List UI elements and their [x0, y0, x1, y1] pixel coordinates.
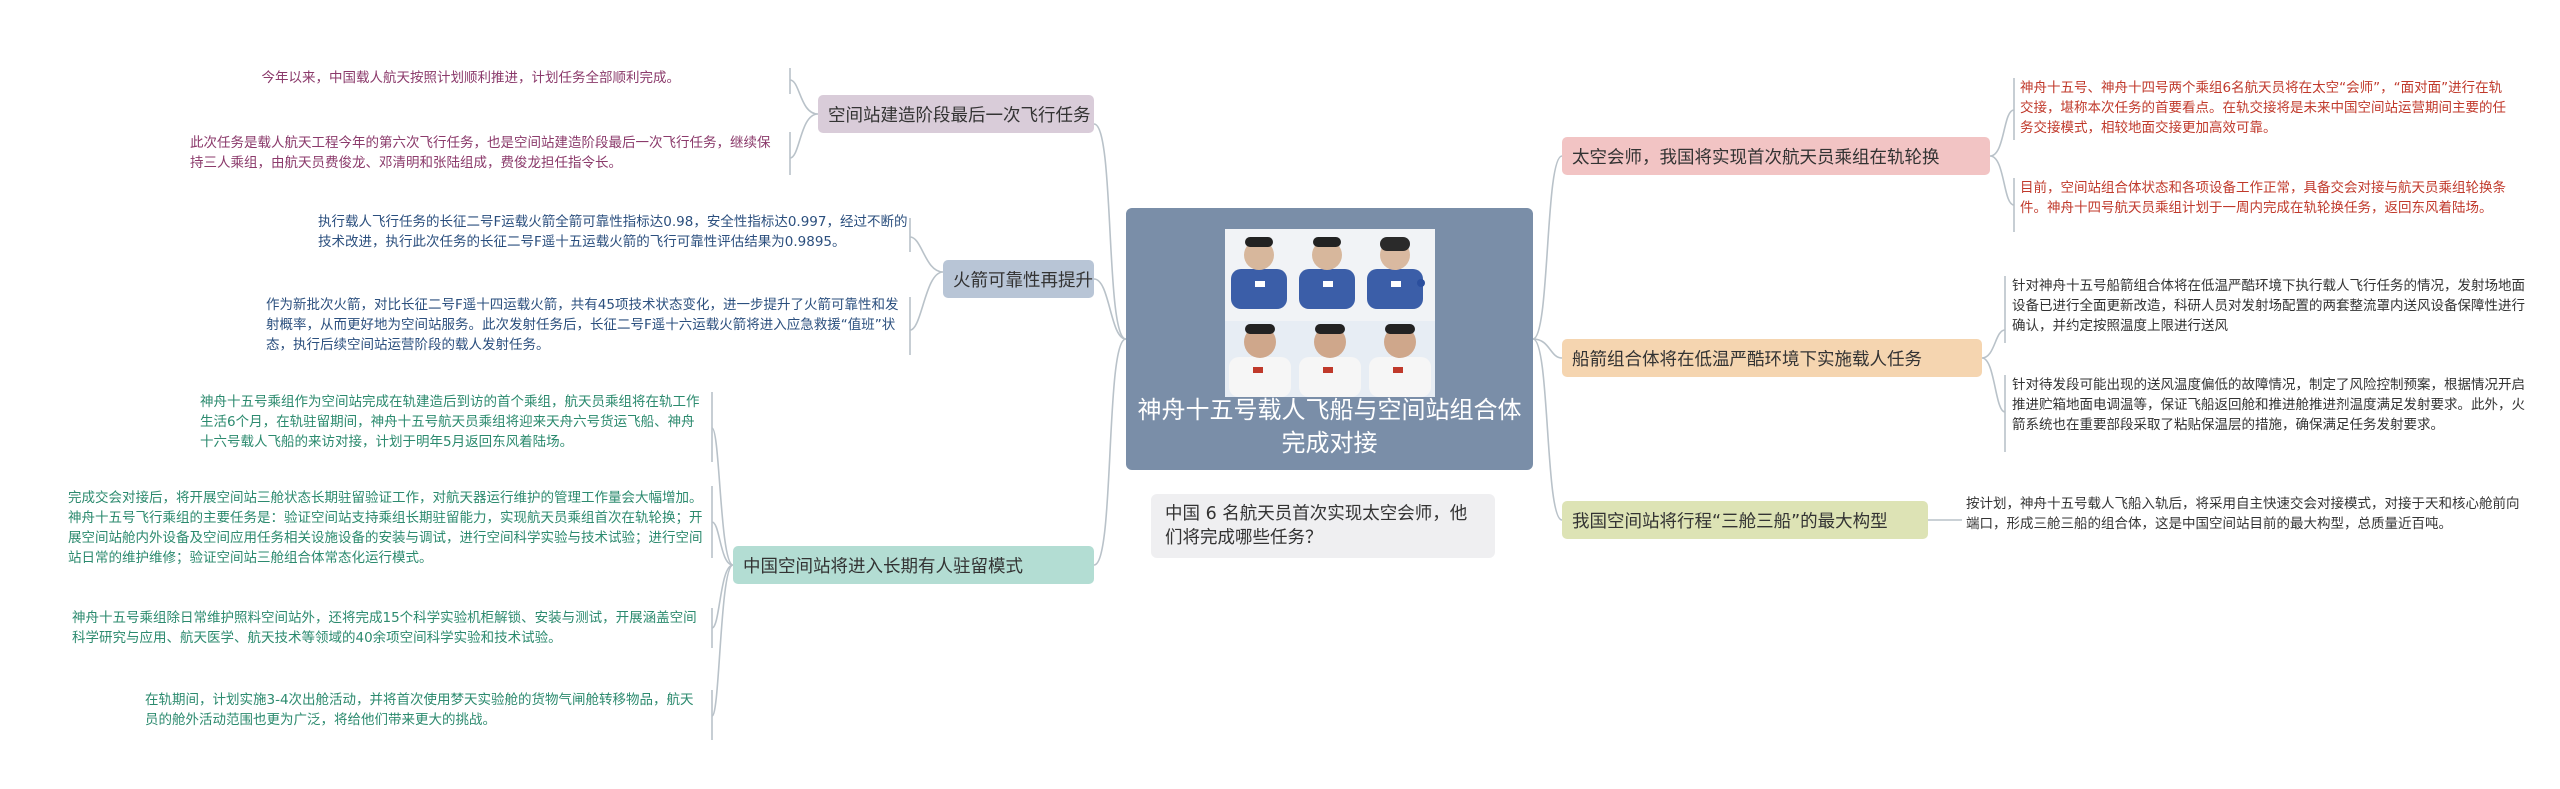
- astronauts-photo: [1225, 229, 1435, 397]
- leaf-text: 今年以来，中国载人航天按照计划顺利推进，计划任务全部顺利完成。: [261, 70, 681, 86]
- leaf-text: 神舟十五号乘组除日常维护照料空间站外，还将完成15个科学实验机柜解锁、安装与测试…: [72, 610, 697, 646]
- leaf-text: 作为新批次火箭，对比长征二号F遥十四运载火箭，共有45项技术状态变化，进一步提升…: [266, 297, 899, 353]
- branch-label: 火箭可靠性再提升: [953, 270, 1093, 291]
- leaf-text: 神舟十五号、神舟十四号两个乘组6名航天员将在太空“会师”，“面对面”进行在轨交接…: [2020, 80, 2506, 136]
- branch-label: 中国空间站将进入长期有人驻留模式: [743, 556, 1023, 577]
- branch-max-configuration[interactable]: 我国空间站将行程“三舱三船”的最大构型: [1562, 501, 1928, 539]
- leaf-text: 执行载人飞行任务的长征二号F运载火箭全箭可靠性指标达0.98，安全性指标达0.9…: [318, 214, 908, 250]
- branch-space-rendezvous[interactable]: 太空会师，我国将实现首次航天员乘组在轨轮换: [1562, 137, 1990, 175]
- leaf-text: 针对神舟十五号船箭组合体将在低温严酷环境下执行载人飞行任务的情况，发射场地面设备…: [2012, 278, 2525, 334]
- branch-label: 空间站建造阶段最后一次飞行任务: [828, 105, 1091, 126]
- branch-label: 我国空间站将行程“三舱三船”的最大构型: [1572, 511, 1888, 532]
- leaf-text: 针对待发段可能出现的送风温度偏低的故障情况，制定了风险控制预案，根据情况开启推进…: [2012, 377, 2525, 433]
- leaf-text: 按计划，神舟十五号载人飞船入轨后，将采用自主快速交会对接模式，对接于天和核心舱前…: [1966, 496, 2520, 532]
- branch-label: 船箭组合体将在低温严酷环境下实施载人任务: [1572, 349, 1922, 370]
- leaf-text: 神舟十五号乘组作为空间站完成在轨建造后到访的首个乘组，航天员乘组将在轨工作生活6…: [200, 394, 700, 450]
- branch-label: 太空会师，我国将实现首次航天员乘组在轨轮换: [1572, 147, 1940, 168]
- central-topic-title: 神舟十五号载人飞船与空间站组合体完成对接: [1137, 396, 1522, 457]
- branch-rocket-reliability[interactable]: 火箭可靠性再提升: [943, 260, 1094, 298]
- branch-low-temperature-mission[interactable]: 船箭组合体将在低温严酷环境下实施载人任务: [1562, 339, 1982, 377]
- central-topic-node[interactable]: 神舟十五号载人飞船与空间站组合体完成对接: [1126, 208, 1533, 470]
- leaf-text: 目前，空间站组合体状态和各项设备工作正常，具备交会对接与航天员乘组轮换条件。神舟…: [2020, 180, 2506, 216]
- question-note[interactable]: 中国 6 名航天员首次实现太空会师，他们将完成哪些任务？: [1151, 494, 1495, 558]
- leaf-text: 在轨期间，计划实施3-4次出舱活动，并将首次使用梦天实验舱的货物气闸舱转移物品，…: [145, 692, 694, 728]
- branch-final-construction-flight[interactable]: 空间站建造阶段最后一次飞行任务: [818, 95, 1094, 133]
- leaf-text: 此次任务是载人航天工程今年的第六次飞行任务，也是空间站建造阶段最后一次飞行任务，…: [190, 135, 771, 171]
- branch-long-term-stay[interactable]: 中国空间站将进入长期有人驻留模式: [733, 546, 1094, 584]
- leaf-text: 完成交会对接后，将开展空间站三舱状态长期驻留验证工作，对航天器运行维护的管理工作…: [68, 490, 703, 566]
